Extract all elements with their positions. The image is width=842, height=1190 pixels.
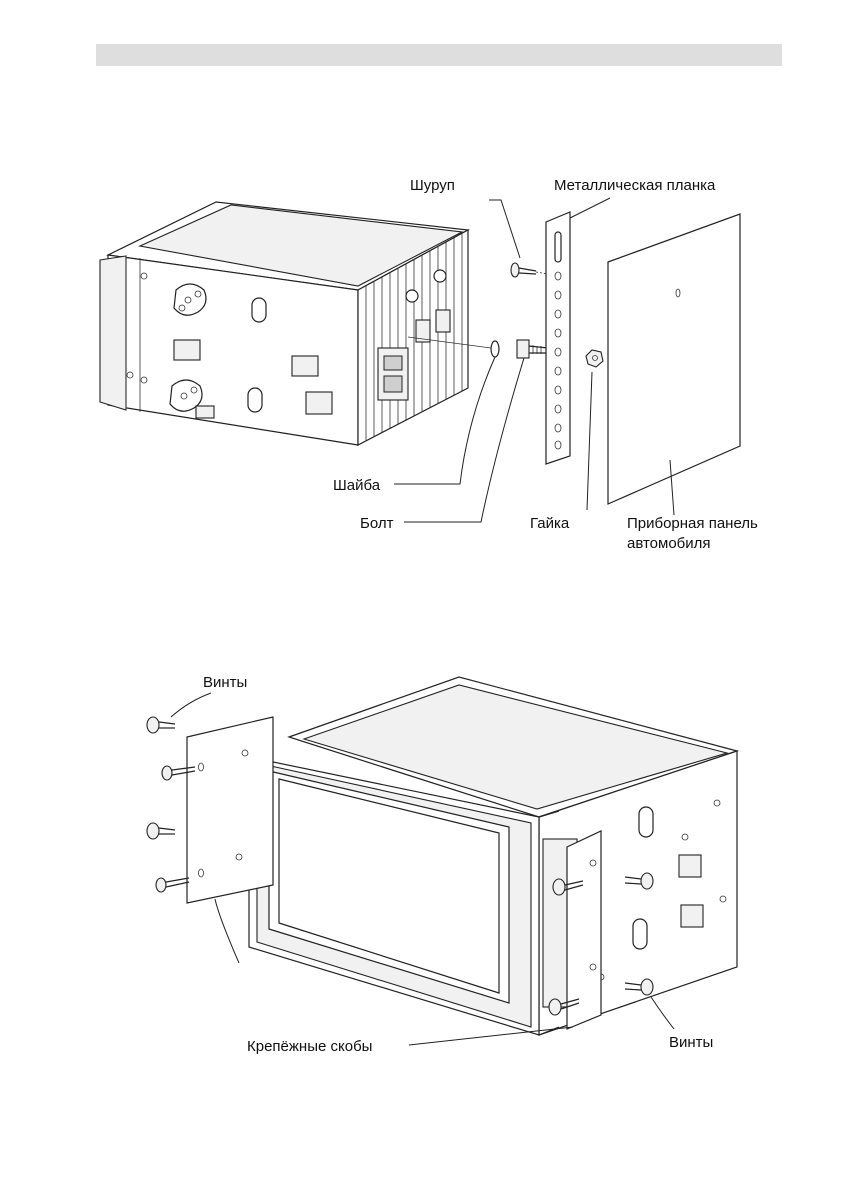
left-screw-1 bbox=[146, 716, 176, 734]
right-mounting-bracket bbox=[566, 830, 602, 1030]
right-screw-3 bbox=[548, 998, 580, 1016]
side-brackets-drawing: Винты Крепёжные скобы Винты bbox=[146, 674, 740, 1055]
metal-strip-part bbox=[545, 211, 571, 465]
left-screw-3 bbox=[146, 822, 176, 840]
installation-diagram-rear-mount: Шуруп Металлическая планка Шайба Болт Га… bbox=[96, 160, 782, 555]
left-screw-4 bbox=[155, 877, 190, 893]
label-screws-top: Винты bbox=[203, 674, 247, 691]
installation-diagram-side-brackets: Винты Крепёжные скобы Винты bbox=[139, 667, 742, 1060]
right-screw-1 bbox=[552, 878, 584, 896]
screw-part bbox=[510, 262, 537, 278]
head-unit-body bbox=[99, 201, 470, 446]
left-mounting-bracket bbox=[186, 716, 274, 904]
label-screw: Шуруп bbox=[410, 177, 455, 194]
label-screws-bottom: Винты bbox=[669, 1034, 713, 1051]
label-metal-strip: Металлическая планка bbox=[554, 177, 716, 194]
washer-part bbox=[490, 340, 500, 358]
label-brackets: Крепёжные скобы bbox=[247, 1038, 372, 1055]
front-bezel bbox=[248, 756, 560, 1036]
dashboard-panel-part bbox=[607, 213, 741, 505]
right-screw-4 bbox=[624, 978, 654, 996]
right-screw-2 bbox=[624, 872, 654, 890]
nut-part bbox=[585, 349, 604, 368]
bolt-part bbox=[516, 339, 549, 359]
left-screw-2 bbox=[161, 765, 196, 781]
label-washer: Шайба bbox=[333, 477, 381, 494]
heatsink-fins bbox=[365, 234, 463, 440]
rear-mount-drawing: Шуруп Металлическая планка Шайба Болт Га… bbox=[99, 177, 758, 552]
label-nut: Гайка bbox=[530, 515, 570, 532]
label-dashboard-line1: Приборная панель bbox=[627, 515, 758, 532]
page-header-bar bbox=[96, 44, 782, 66]
label-dashboard-line2: автомобиля bbox=[627, 535, 711, 552]
label-bolt: Болт bbox=[360, 515, 394, 532]
